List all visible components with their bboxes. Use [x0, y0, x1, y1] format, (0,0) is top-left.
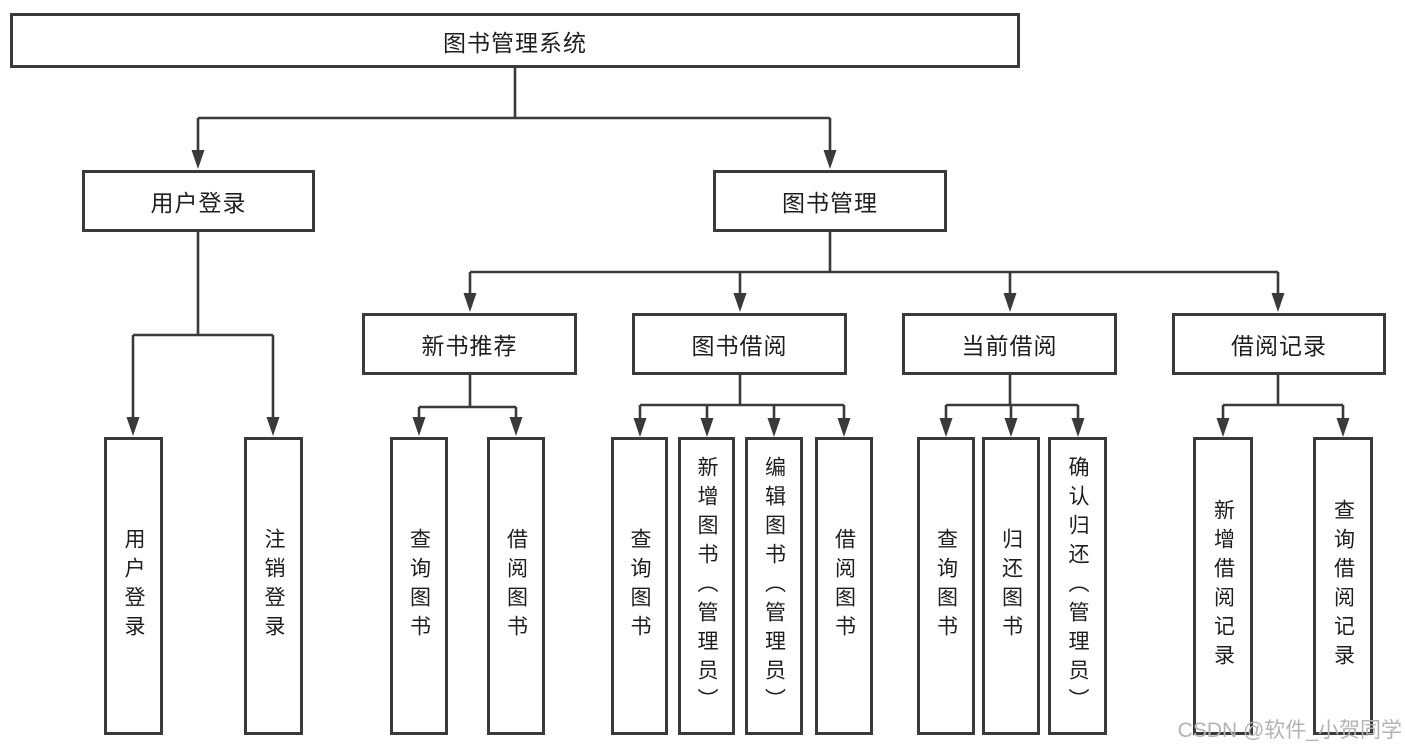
leaf-nbr-query-books: 查询图书: [390, 437, 448, 735]
node-borrowing-records: 借阅记录: [1172, 313, 1386, 375]
arrowheads: [126, 150, 1350, 437]
leaf-label: 归还图书: [999, 528, 1023, 644]
node-library-management-system: 图书管理系统: [10, 13, 1020, 68]
node-label: 新书推荐: [421, 333, 518, 359]
node-label: 图书管理系统: [443, 29, 587, 56]
connector-paths: [131, 66, 1345, 423]
leaf-cb-query-books: 查询图书: [917, 437, 975, 735]
leaf-label: 查询借阅记录: [1331, 499, 1355, 673]
node-label: 图书借阅: [691, 333, 788, 359]
leaf-label: 新增图书（管理员）: [695, 455, 718, 717]
node-label: 借阅记录: [1231, 333, 1327, 359]
leaf-label: 编辑图书（管理员）: [762, 455, 786, 717]
leaf-cb-confirm-return-admin: 确认归还（管理员）: [1048, 437, 1107, 735]
node-label: 用户登录: [150, 190, 247, 216]
leaf-label: 查询图书: [407, 528, 431, 644]
leaf-label: 新增借阅记录: [1211, 499, 1235, 673]
node-new-book-recommendation: 新书推荐: [362, 313, 577, 375]
leaf-user-login: 用户登录: [104, 437, 163, 735]
watermark-csdn: CSDN @软件_小贺同学: [1177, 719, 1402, 742]
leaf-label: 借阅图书: [504, 528, 528, 644]
leaf-bb-query-books: 查询图书: [611, 437, 668, 735]
leaf-cb-return-books: 归还图书: [982, 437, 1040, 735]
leaf-bb-edit-books-admin: 编辑图书（管理员）: [745, 437, 803, 735]
node-label: 当前借阅: [961, 333, 1058, 359]
leaf-label: 查询图书: [628, 528, 651, 644]
leaf-bb-borrow-books: 借阅图书: [815, 437, 873, 735]
node-user-login: 用户登录: [82, 170, 315, 232]
leaf-label: 查询图书: [934, 528, 958, 644]
node-label: 图书管理: [782, 190, 878, 216]
leaf-label: 注销登录: [262, 528, 285, 644]
leaf-nbr-borrow-books: 借阅图书: [487, 437, 545, 735]
node-book-management: 图书管理: [713, 170, 947, 232]
leaf-label: 借阅图书: [832, 528, 856, 644]
leaf-label: 用户登录: [122, 528, 145, 644]
leaf-logout-login: 注销登录: [244, 437, 303, 735]
leaf-bb-add-books-admin: 新增图书（管理员）: [678, 437, 735, 735]
leaf-label: 确认归还（管理员）: [1066, 455, 1089, 717]
leaf-br-query-borrow-record: 查询借阅记录: [1313, 437, 1373, 735]
node-current-borrowing: 当前借阅: [902, 313, 1117, 375]
node-book-borrowing: 图书借阅: [632, 313, 847, 375]
leaf-br-add-borrow-record: 新增借阅记录: [1193, 437, 1253, 735]
